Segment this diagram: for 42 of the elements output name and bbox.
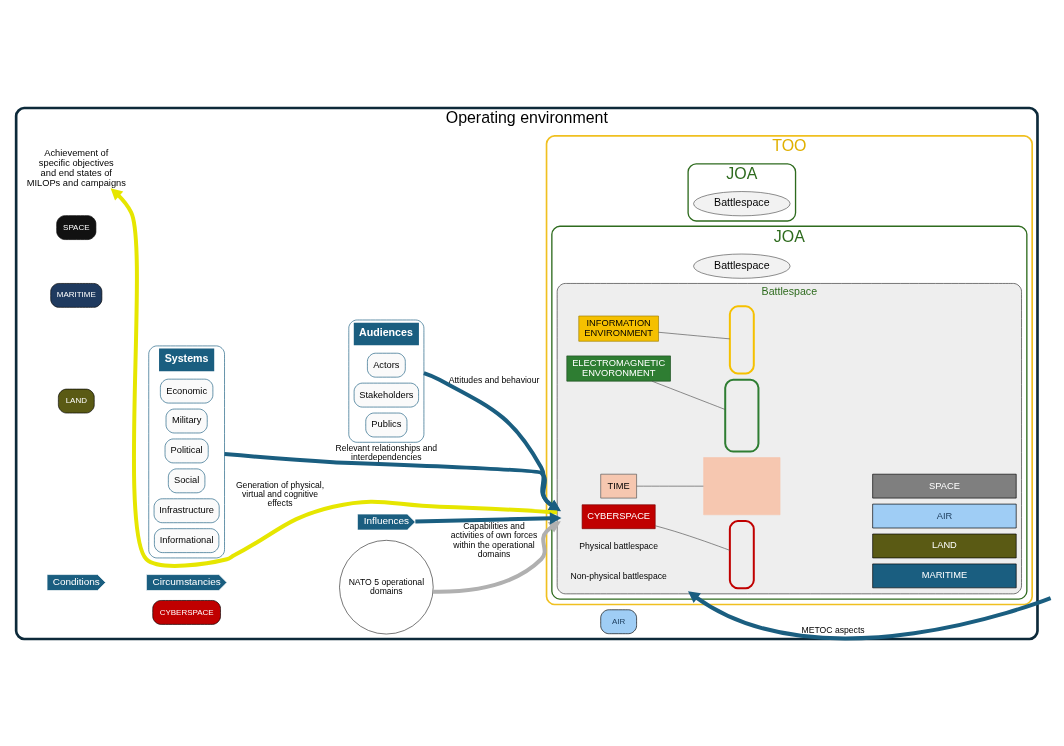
edge-label: Capabilities and activities of own forces within the operational domains [450, 520, 538, 559]
arrow [110, 187, 558, 568]
node-box: INFORMATION ENVIRONMENT [578, 315, 659, 342]
node-box [728, 304, 755, 374]
label: Non-physical battlespace [570, 570, 667, 581]
node-box [724, 378, 760, 453]
arrow [688, 590, 1052, 640]
node-text: Achievement of specific objectives and end states of MILOPs and campaigns [26, 147, 126, 188]
node-box: Social [168, 468, 206, 493]
node-box: Infrastructure [153, 497, 220, 523]
edge-label: Generation of physical, virtual and cognitive effects [235, 479, 325, 508]
node-box: Informational [154, 527, 220, 553]
arrow [432, 520, 561, 594]
node-box: LAND [872, 533, 1017, 558]
node-box: Actors [367, 352, 406, 377]
connector [636, 485, 704, 486]
connector [654, 524, 731, 551]
node-box: ELECTROMAGNETIC ENVORONMENT [566, 355, 671, 381]
node-box: SPACE [872, 473, 1017, 498]
node-ellipse: Battlespace [693, 190, 791, 216]
node-box: Publics [365, 412, 408, 437]
connector [658, 331, 731, 339]
node-box [728, 519, 755, 589]
label: Physical battlespace [579, 540, 658, 551]
arrow [415, 511, 562, 524]
node-box: AIR [872, 503, 1017, 528]
node-box: Political [164, 438, 209, 463]
node-circle: NATO 5 operational domains [339, 539, 434, 634]
node-box: Military [165, 408, 208, 433]
node-box: Stakeholders [353, 382, 419, 407]
node-box: TIME [600, 473, 637, 498]
node-box: Economic [160, 378, 214, 403]
node-box [703, 456, 781, 515]
edge-label: METOC aspects [801, 624, 865, 635]
arrow [224, 451, 561, 511]
connector [651, 380, 726, 410]
edge-label: Attitudes and behaviour [448, 374, 540, 385]
node-box: MARITIME [872, 563, 1017, 588]
node-box: CYBERSPACE [581, 503, 656, 529]
edge-label: Relevant relationships and interdependencies [335, 442, 438, 462]
arrow [423, 370, 561, 511]
node-ellipse: Battlespace [693, 253, 791, 279]
